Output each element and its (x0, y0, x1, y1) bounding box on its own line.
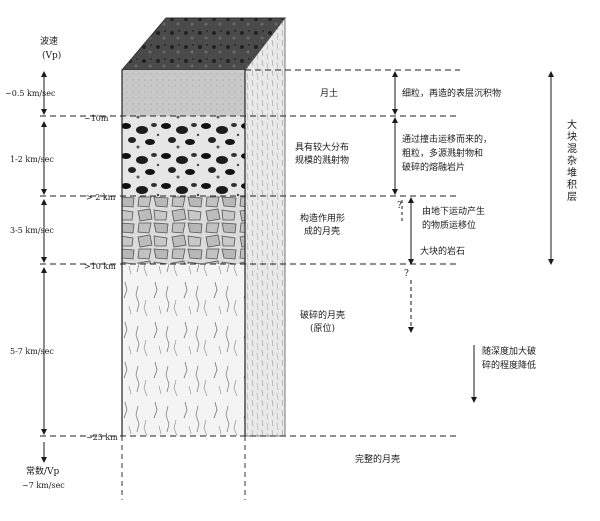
velocity-constant-line2: ~7 km/sec (22, 481, 65, 490)
depth-10km: >10 km (84, 262, 116, 271)
depth-10m: ~10m (84, 114, 109, 123)
desc-tectonic-line1: 由地下运动产生 (422, 207, 486, 217)
desc-regolith: 细粒，再造的表层沉积物 (402, 89, 502, 99)
velocity-header-line1: 波速 (40, 37, 59, 47)
desc-ejecta-line3: 破碎的熔融岩片 (402, 163, 466, 173)
question-mark-upper: ? (397, 201, 402, 211)
layer-label-fractured-line1: 破碎的月壳 (300, 311, 346, 321)
velocity-regolith: ~0.5 km/sec (5, 89, 56, 98)
right-label-megaregolith: 大块混杂堆积层 (567, 120, 577, 203)
question-mark-lower: ? (404, 269, 409, 279)
depth-2km: > 2 km (86, 193, 116, 202)
layer-label-fractured-line2: (原位) (310, 324, 336, 334)
desc-depth-note-line2: 碎的程度降低 (482, 361, 537, 371)
layer-label-regolith: 月土 (320, 89, 339, 99)
desc-ejecta-line2: 粗粒，多源溅射物和 (402, 149, 484, 159)
layer-label-ejecta-line1: 具有较大分布 (295, 143, 350, 153)
layer-label-tectonic-line2: 成的月壳 (304, 227, 341, 237)
desc-ejecta-line1: 通过撞击运移而来的， (402, 135, 493, 145)
layer-regolith (122, 70, 245, 116)
velocity-fractured: 5-7 km/sec (10, 347, 54, 356)
layer-ejecta (122, 116, 245, 196)
layer-label-intact: 完整的月壳 (355, 455, 401, 465)
block-side-face (244, 16, 286, 437)
layer-tectonic (122, 196, 245, 264)
velocity-tectonic: 3-5 km/sec (10, 226, 54, 235)
desc-tectonic-line2: 的物质运移位 (422, 221, 477, 231)
layer-fractured (122, 264, 245, 436)
velocity-constant-line1: 常数/Vp (26, 467, 60, 477)
layer-label-tectonic-line1: 构造作用形 (300, 214, 346, 224)
velocity-header-line2: (Vp) (42, 51, 62, 61)
desc-depth-note-line1: 随深度加大破 (482, 347, 537, 357)
velocity-ejecta: 1-2 km/sec (10, 155, 54, 164)
layer-intact (122, 436, 245, 476)
desc-large-blocks: 大块的岩石 (420, 247, 466, 257)
depth-25km: ~25 km (86, 433, 118, 442)
layer-label-ejecta-line2: 规模的溅射物 (295, 156, 350, 166)
